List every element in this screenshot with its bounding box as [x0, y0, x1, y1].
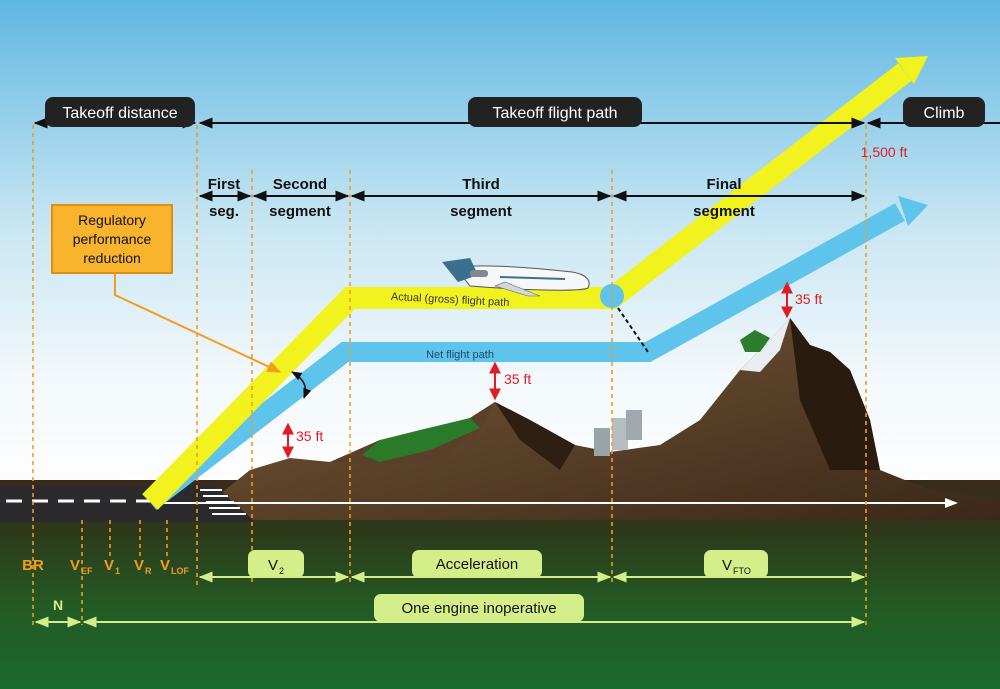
takeoff-flight-path-label: Takeoff flight path — [468, 97, 642, 127]
reference-lines — [32, 125, 867, 625]
mountain-shadow — [790, 318, 880, 470]
vfto-box: V FTO — [704, 550, 768, 578]
climb-label: Climb — [903, 97, 985, 127]
gross-path-arrowhead — [895, 56, 928, 84]
svg-text:Regulatory: Regulatory — [78, 212, 146, 228]
br-label: BR — [22, 557, 44, 574]
final-segment-label-2: segment — [693, 203, 755, 220]
gross-flight-path — [142, 63, 912, 510]
altitude-1500-label: 1,500 ft — [861, 144, 908, 160]
first-segment-label-2: seg. — [209, 203, 239, 220]
svg-text:LOF: LOF — [171, 566, 189, 576]
vr-label: V R — [134, 557, 152, 576]
reduction-angle-arrow — [291, 371, 312, 399]
svg-text:Acceleration: Acceleration — [436, 556, 519, 573]
engine-failure-point — [600, 284, 624, 308]
net-path-label: Net flight path — [426, 349, 494, 361]
first-segment-label-1: First — [208, 176, 241, 193]
ground-axis-arrowhead — [945, 498, 958, 508]
building — [594, 428, 610, 456]
n-label: N — [53, 597, 63, 613]
svg-text:Climb: Climb — [924, 105, 965, 122]
third-segment-label-1: Third — [462, 176, 500, 193]
svg-text:1: 1 — [115, 566, 120, 576]
regulatory-callout: Regulatory performance reduction — [51, 204, 173, 274]
vlof-label: V LOF — [160, 557, 189, 576]
third-segment-label-2: segment — [450, 203, 512, 220]
airplane-icon — [442, 258, 590, 297]
svg-text:FTO: FTO — [733, 566, 751, 576]
svg-text:V: V — [268, 557, 278, 574]
svg-text:V: V — [70, 557, 80, 574]
clearance-label-2: 35 ft — [504, 371, 531, 387]
svg-text:Takeoff distance: Takeoff distance — [62, 105, 177, 122]
takeoff-distance-label: Takeoff distance — [45, 97, 195, 127]
building — [626, 410, 642, 440]
svg-text:V: V — [134, 557, 144, 574]
vef-label: V EF — [70, 557, 93, 576]
final-segment-label-1: Final — [706, 176, 741, 193]
forest — [362, 418, 480, 462]
ground — [0, 480, 1000, 689]
building — [612, 418, 628, 450]
acceleration-box: Acceleration — [412, 550, 542, 578]
tree-cluster — [740, 330, 770, 352]
svg-text:2: 2 — [279, 566, 284, 576]
svg-text:R: R — [145, 566, 152, 576]
runway — [0, 485, 255, 522]
callout-leader — [114, 273, 282, 373]
svg-text:V: V — [104, 557, 114, 574]
net-path-arrowhead — [898, 196, 928, 226]
one-engine-box: One engine inoperative — [374, 594, 584, 622]
v2-box: V 2 — [248, 550, 304, 578]
clearance-label-1: 35 ft — [296, 428, 323, 444]
svg-text:Takeoff flight path: Takeoff flight path — [492, 105, 617, 122]
second-segment-label-2: segment — [269, 203, 331, 220]
net-flight-path — [143, 203, 905, 510]
clearance-label-3: 35 ft — [795, 291, 822, 307]
svg-text:One engine inoperative: One engine inoperative — [401, 600, 556, 617]
peak-shadow — [495, 402, 575, 470]
svg-text:V: V — [722, 557, 732, 574]
v1-label: V 1 — [104, 557, 120, 576]
reduction-link — [617, 307, 649, 353]
svg-text:EF: EF — [81, 566, 93, 576]
second-segment-label-1: Second — [273, 176, 327, 193]
svg-text:reduction: reduction — [83, 250, 141, 266]
svg-text:V: V — [160, 557, 170, 574]
svg-text:performance: performance — [73, 231, 152, 247]
